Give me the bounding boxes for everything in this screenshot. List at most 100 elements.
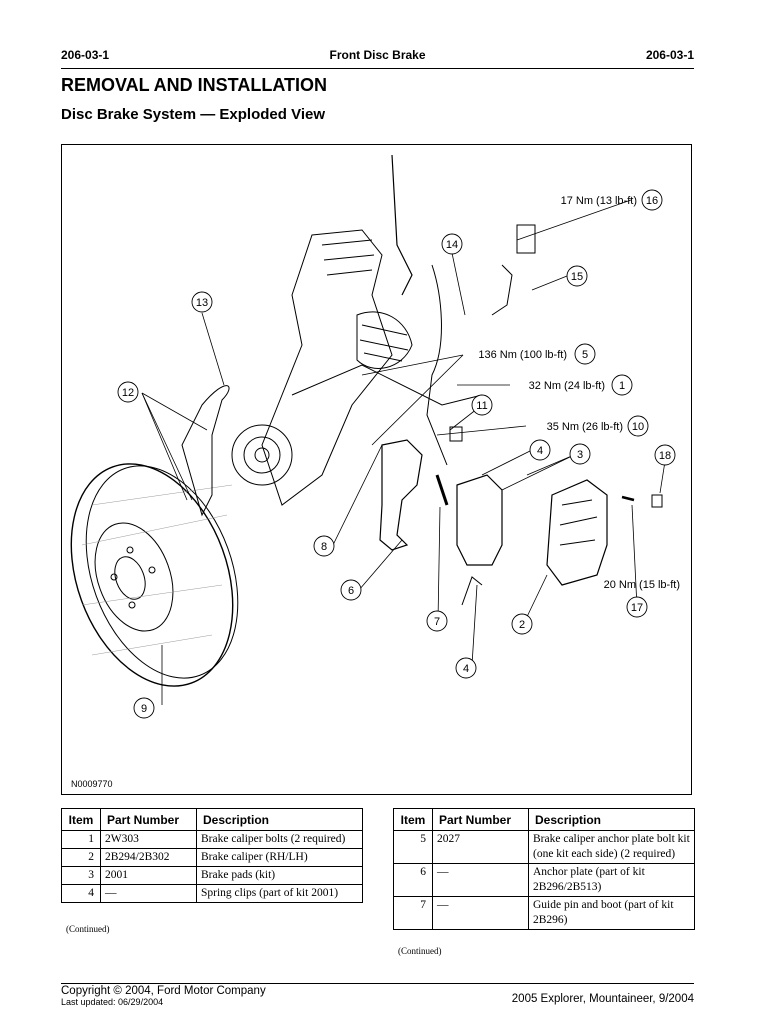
- continued-note-right: (Continued): [398, 946, 442, 956]
- parts-table-left: Item Part Number Description 1 2W303 Bra…: [61, 808, 363, 903]
- callout-circle-4a: [529, 439, 551, 461]
- torque-label-1: 32 Nm (24 lb-ft): [529, 380, 605, 392]
- callout-17: 17: [631, 602, 643, 614]
- table-row: 2 2B294/2B302 Brake caliper (RH/LH): [61, 848, 363, 867]
- callout-13: 13: [196, 297, 208, 309]
- bleeder-screw: [621, 495, 635, 502]
- callout-12: 12: [122, 387, 134, 399]
- callout-circle-3: [569, 443, 591, 465]
- callout-10: 10: [632, 421, 644, 433]
- steering-knuckle: [231, 154, 483, 506]
- part-number: 2001: [100, 866, 197, 885]
- page-header: 206-03-1 Front Disc Brake 206-03-1: [61, 48, 694, 64]
- header-title: Front Disc Brake: [329, 48, 426, 62]
- part-number: —: [432, 896, 529, 930]
- torque-label-10: 35 Nm (26 lb-ft): [547, 421, 623, 433]
- brake-rotor: [70, 463, 239, 687]
- col-header-description: Description: [528, 808, 695, 831]
- callout-18: 18: [659, 450, 671, 462]
- table-row: 6 — Anchor plate (part of kit 2B296/2B51…: [393, 863, 695, 897]
- header-section-code-right: 206-03-1: [645, 48, 694, 62]
- part-description: Brake pads (kit): [196, 866, 363, 885]
- callout-16: 16: [646, 195, 658, 207]
- col-header-item: Item: [393, 808, 433, 831]
- figure-id: N0009770: [71, 779, 113, 789]
- item-number: 5: [393, 830, 433, 864]
- part-number: —: [432, 863, 529, 897]
- footer-copyright: Copyright © 2004, Ford Motor Company: [61, 985, 266, 997]
- callout-4a: 4: [537, 445, 543, 457]
- callout-6: 6: [348, 585, 354, 597]
- bleeder-cap: [651, 494, 663, 508]
- callout-circle-2: [511, 613, 533, 635]
- callout-7: 7: [434, 616, 440, 628]
- callout-circle-15: [566, 265, 588, 287]
- brake-hose: [426, 264, 448, 466]
- exploded-view-figure: 16 14 15 13 5 1 12 11 10 4 3 18 8 6 17 7…: [61, 144, 692, 795]
- col-header-item: Item: [61, 808, 101, 831]
- callout-numbers: 16 14 15 13 5 1 12 11 10 4 3 18 8 6 17 7…: [122, 195, 671, 715]
- table-row: 7 — Guide pin and boot (part of kit 2B29…: [393, 896, 695, 930]
- callout-circle-18: [654, 444, 676, 466]
- part-number: 2B294/2B302: [100, 848, 197, 867]
- callout-9: 9: [141, 703, 147, 715]
- continued-note-left: (Continued): [66, 924, 110, 934]
- callout-circle-7: [426, 610, 448, 632]
- table-row: 5 2027 Brake caliper anchor plate bolt k…: [393, 830, 695, 864]
- header-section-code-left: 206-03-1: [61, 48, 110, 62]
- part-number: 2027: [432, 830, 529, 864]
- guide-pin: [435, 474, 449, 506]
- callout-4b: 4: [463, 663, 469, 675]
- leader-lines: [141, 199, 667, 705]
- splash-shield: [181, 385, 230, 517]
- callout-circle-13: [191, 291, 213, 313]
- callout-1: 1: [619, 380, 625, 392]
- footer-last-updated: Last updated: 06/29/2004: [61, 997, 164, 1007]
- callout-circles: [117, 189, 676, 719]
- part-description: Brake caliper anchor plate bolt kit (one…: [528, 830, 695, 864]
- torque-label-17: 20 Nm (15 lb-ft): [604, 579, 680, 591]
- item-number: 1: [61, 830, 101, 849]
- torque-label-5: 136 Nm (100 lb-ft): [478, 349, 567, 361]
- wheel-speed-sensor: [516, 224, 536, 254]
- part-description: Guide pin and boot (part of kit 2B296): [528, 896, 695, 930]
- callout-circle-4b: [455, 657, 477, 679]
- callout-11: 11: [476, 400, 487, 412]
- callout-8: 8: [321, 541, 327, 553]
- callout-circle-11: [471, 394, 493, 416]
- part-description: Brake caliper bolts (2 required): [196, 830, 363, 849]
- callout-15: 15: [571, 271, 583, 283]
- col-header-description: Description: [196, 808, 363, 831]
- part-description: Anchor plate (part of kit 2B296/2B513): [528, 863, 695, 897]
- item-number: 7: [393, 896, 433, 930]
- torque-labels: 17 Nm (13 lb-ft) 136 Nm (100 lb-ft) 32 N…: [478, 195, 680, 591]
- callout-circle-8: [313, 535, 335, 557]
- brake-pad: [456, 474, 503, 566]
- brake-caliper: [546, 479, 608, 586]
- table-header-row: Item Part Number Description: [393, 808, 695, 831]
- part-number: 2W303: [100, 830, 197, 849]
- anchor-plate: [379, 439, 423, 551]
- callout-circle-6: [340, 579, 362, 601]
- table-row: 3 2001 Brake pads (kit): [61, 866, 363, 885]
- callout-circle-17: [626, 596, 648, 618]
- item-number: 3: [61, 866, 101, 885]
- item-number: 4: [61, 884, 101, 903]
- callout-14: 14: [446, 239, 458, 251]
- col-header-part-number: Part Number: [432, 808, 529, 831]
- table-header-row: Item Part Number Description: [61, 808, 363, 831]
- table-row: 4 — Spring clips (part of kit 2001): [61, 884, 363, 903]
- callout-3: 3: [577, 449, 583, 461]
- item-number: 2: [61, 848, 101, 867]
- part-description: Brake caliper (RH/LH): [196, 848, 363, 867]
- callout-5: 5: [582, 349, 588, 361]
- parts-table-right: Item Part Number Description 5 2027 Brak…: [393, 808, 695, 930]
- callout-circle-16: [641, 189, 663, 211]
- part-description: Spring clips (part of kit 2001): [196, 884, 363, 903]
- callout-circle-14: [441, 233, 463, 255]
- exploded-view-drawing: 16 14 15 13 5 1 12 11 10 4 3 18 8 6 17 7…: [70, 154, 680, 719]
- callout-circle-10: [627, 415, 649, 437]
- callout-circle-12: [117, 381, 139, 403]
- torque-label-16: 17 Nm (13 lb-ft): [561, 195, 637, 207]
- table-row: 1 2W303 Brake caliper bolts (2 required): [61, 830, 363, 849]
